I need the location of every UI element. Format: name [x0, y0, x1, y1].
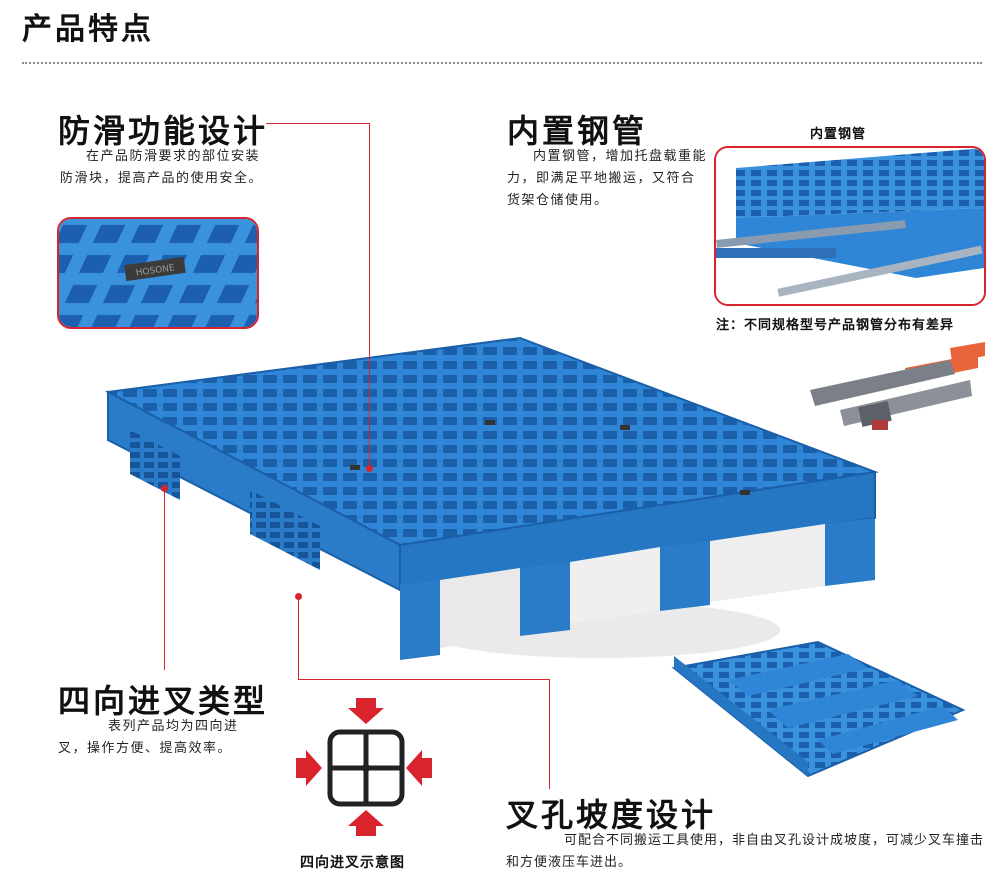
anti-slip-photo: HOSONE — [57, 217, 259, 329]
steel-tube-photo — [714, 146, 986, 306]
fork-slope-marker — [295, 593, 302, 600]
fork-slope-desc: 可配合不同搬运工具使用，非自由叉孔设计成坡度，可减少叉车撞击和方便液压车进出。 — [506, 833, 985, 870]
main-pallet-image — [104, 336, 879, 660]
four-way-title: 四向进叉类型 — [58, 682, 269, 720]
pallet-underside-image — [671, 640, 966, 778]
fork-slope-leader-v2 — [549, 679, 550, 789]
anti-slip-desc: 在产品防滑要求的部位安装防滑块，提高产品的使用安全。 — [60, 149, 264, 186]
arrow-left-icon — [406, 750, 432, 786]
fork-slope-leader-v1 — [298, 596, 299, 680]
four-way-desc: 表列产品均为四向进叉，操作方便、提高效率。 — [58, 719, 239, 756]
steel-tube-title: 内置钢管 — [507, 112, 648, 150]
anti-slip-leader-v — [369, 123, 370, 468]
four-way-diagram — [296, 698, 432, 836]
anti-slip-title: 防滑功能设计 — [58, 112, 269, 150]
steel-tube-desc: 内置钢管，增加托盘载重能力，即满足平地搬运，又符合货架仓储使用。 — [507, 149, 708, 208]
header-divider — [22, 62, 982, 64]
anti-slip-leader-h — [266, 123, 370, 124]
fork-slope-leader-h — [298, 679, 550, 680]
forklift-fork-image — [810, 342, 985, 430]
arrow-up-icon — [348, 810, 384, 836]
steel-tube-photo-caption: 内置钢管 — [810, 127, 867, 142]
four-way-diagram-caption: 四向进叉示意图 — [300, 855, 405, 871]
anti-slip-marker — [366, 465, 373, 472]
arrow-right-icon — [296, 750, 322, 786]
steel-tube-note: 注：不同规格型号产品钢管分布有差异 — [716, 318, 955, 333]
page-title: 产品特点 — [22, 12, 154, 47]
four-way-leader-v — [164, 488, 165, 670]
four-way-marker — [161, 485, 168, 492]
fork-slope-title: 叉孔坡度设计 — [506, 796, 717, 834]
arrow-down-icon — [348, 698, 384, 724]
